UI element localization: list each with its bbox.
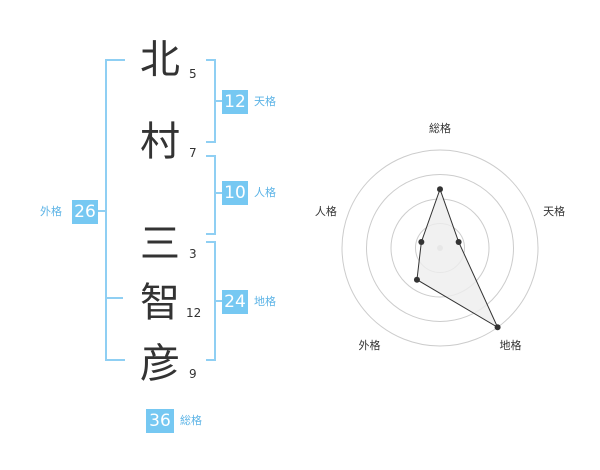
stroke-count-1: 5 <box>189 67 197 81</box>
soukaku-badge: 36 <box>146 409 174 433</box>
chikaku-bracket-notch <box>216 300 222 302</box>
chikaku-label: 地格 <box>254 295 276 308</box>
radar-ring <box>366 174 514 322</box>
name-char-4: 智 <box>140 280 180 326</box>
radar-point-3 <box>494 324 501 331</box>
name-char-2: 村 <box>140 119 180 165</box>
gaikaku-bracket-mid <box>107 297 123 299</box>
stroke-count-2: 7 <box>189 146 197 160</box>
chikaku-badge: 24 <box>222 290 248 314</box>
radar-point-1 <box>437 186 443 193</box>
stroke-count-5: 9 <box>189 367 197 381</box>
tenkaku-bracket <box>206 59 216 143</box>
jinkaku-bracket-notch <box>216 192 222 194</box>
gaikaku-badge: 26 <box>72 200 98 224</box>
name-char-5: 彦 <box>140 341 180 387</box>
radar-axis-label-3: 地格 <box>500 338 522 352</box>
soukaku-label: 総格 <box>180 414 202 427</box>
radar-area <box>416 187 499 329</box>
tenkaku-label: 天格 <box>254 95 276 108</box>
radar-axis-label-1: 総格 <box>429 121 451 135</box>
gaikaku-bracket-notch <box>95 210 107 212</box>
radar-point-2 <box>455 238 462 245</box>
radar-point-5 <box>418 238 425 245</box>
jinkaku-bracket <box>206 155 216 235</box>
name-char-3: 三 <box>140 221 180 267</box>
jinkaku-label: 人格 <box>254 186 276 199</box>
radar-axis-label-4: 外格 <box>358 338 380 352</box>
radar-ring <box>341 149 539 347</box>
chikaku-bracket <box>206 241 216 361</box>
radar-axis-label-2: 天格 <box>543 204 565 218</box>
name-char-1: 北 <box>140 37 180 83</box>
tenkaku-badge: 12 <box>222 90 248 114</box>
stroke-count-4: 12 <box>186 306 202 320</box>
tenkaku-bracket-notch <box>216 100 222 102</box>
gaikaku-label: 外格 <box>40 205 62 218</box>
jinkaku-badge: 10 <box>222 181 248 205</box>
radar-point-4 <box>413 276 420 283</box>
stroke-count-3: 3 <box>189 247 197 261</box>
radar-axis-label-5: 人格 <box>315 204 337 218</box>
